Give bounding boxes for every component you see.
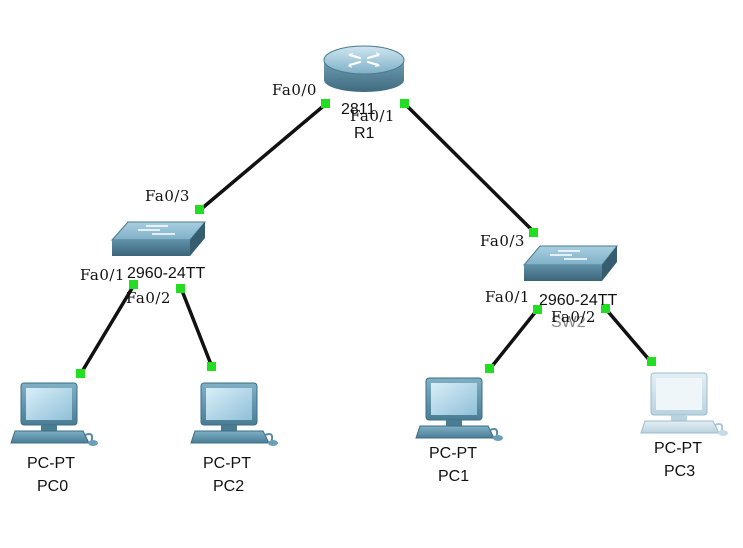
link-up-indicator — [647, 357, 656, 366]
port-label-swl-fa03: Fa0/3 — [145, 187, 190, 205]
link-swl-pc0[interactable] — [78, 283, 136, 377]
desktop-pc-icon[interactable] — [415, 377, 503, 441]
link-status-indicators — [76, 99, 656, 378]
desktop-pc-icon[interactable] — [10, 382, 98, 446]
router-icon[interactable] — [323, 45, 405, 92]
pc-model-label: PC-PT — [203, 455, 251, 472]
port-label-swl-fa01: Fa0/1 — [80, 266, 125, 284]
link-up-indicator — [601, 304, 610, 313]
pc-model-label: PC-PT — [27, 455, 75, 472]
pc-name-label: PC1 — [438, 468, 470, 485]
switch-icon[interactable] — [522, 245, 619, 281]
link-r1-swr[interactable] — [402, 101, 536, 234]
link-swl-pc2[interactable] — [179, 286, 214, 369]
pc-name-label: PC2 — [213, 478, 245, 495]
link-up-indicator — [321, 99, 330, 108]
pc-model-label: PC-PT — [654, 440, 702, 457]
switch-model-label: 2960-24TT — [539, 292, 618, 309]
link-up-indicator — [176, 284, 185, 293]
link-up-indicator — [76, 369, 85, 378]
router-name-label: R1 — [354, 125, 375, 142]
switch-model-label: 2960-24TT — [127, 265, 206, 282]
pc-model-label: PC-PT — [429, 445, 477, 462]
link-swr-pc3[interactable] — [603, 306, 653, 364]
port-label-swr-fa01: Fa0/1 — [485, 288, 530, 306]
port-label-r1-fa00: Fa0/0 — [272, 81, 317, 99]
pc-name-label: PC0 — [37, 478, 69, 495]
switch-name-label: SW2 — [551, 314, 586, 331]
link-up-indicator — [529, 228, 538, 237]
link-up-indicator — [195, 205, 204, 214]
port-label-swr-fa03: Fa0/3 — [480, 232, 525, 250]
links — [78, 101, 653, 377]
link-up-indicator — [485, 364, 494, 373]
link-swr-pc1[interactable] — [487, 308, 539, 372]
desktop-pc-icon[interactable] — [640, 372, 728, 436]
desktop-pc-icon[interactable] — [190, 382, 278, 446]
link-up-indicator — [533, 305, 542, 314]
pc-name-label: PC3 — [664, 463, 696, 480]
link-r1-swl[interactable] — [198, 101, 329, 212]
port-label-swr-fa02: Fa0/2 — [551, 308, 596, 326]
router-model-label: 2811 — [341, 101, 376, 118]
link-up-indicator — [400, 99, 409, 108]
port-label-r1-fa01: Fa0/1 — [350, 107, 395, 125]
link-up-indicator — [129, 280, 138, 289]
switch-icon[interactable] — [110, 221, 207, 256]
link-up-indicator — [207, 362, 216, 371]
port-label-swl-fa02: Fa0/2 — [126, 289, 171, 307]
